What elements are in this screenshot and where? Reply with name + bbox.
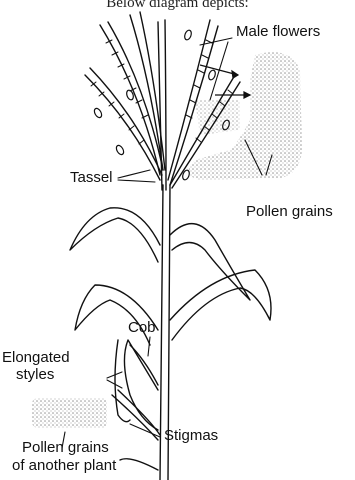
label-cob: Cob <box>128 320 156 336</box>
pollen-cloud-lower <box>32 398 107 428</box>
label-pollen-grains: Pollen grains <box>246 204 333 220</box>
cob <box>124 340 158 430</box>
leaf-upper-left <box>70 208 160 262</box>
leaf-mid-left <box>75 285 158 345</box>
label-male-flowers: Male flowers <box>236 24 320 40</box>
leaf-lower <box>120 459 158 470</box>
label-tassel: Tassel <box>70 170 113 186</box>
label-stigmas: Stigmas <box>164 428 218 444</box>
label-pollen-other-line1: Pollen grains <box>22 440 109 456</box>
main-stalk <box>160 185 163 480</box>
tassel-center <box>165 20 166 190</box>
leader-tassel <box>118 170 150 178</box>
label-elongated-line1: Elongated <box>2 350 70 366</box>
label-pollen-other-line2: of another plant <box>12 458 116 474</box>
leaf-mid-right <box>170 270 271 340</box>
label-elongated-line2: styles <box>16 367 54 383</box>
